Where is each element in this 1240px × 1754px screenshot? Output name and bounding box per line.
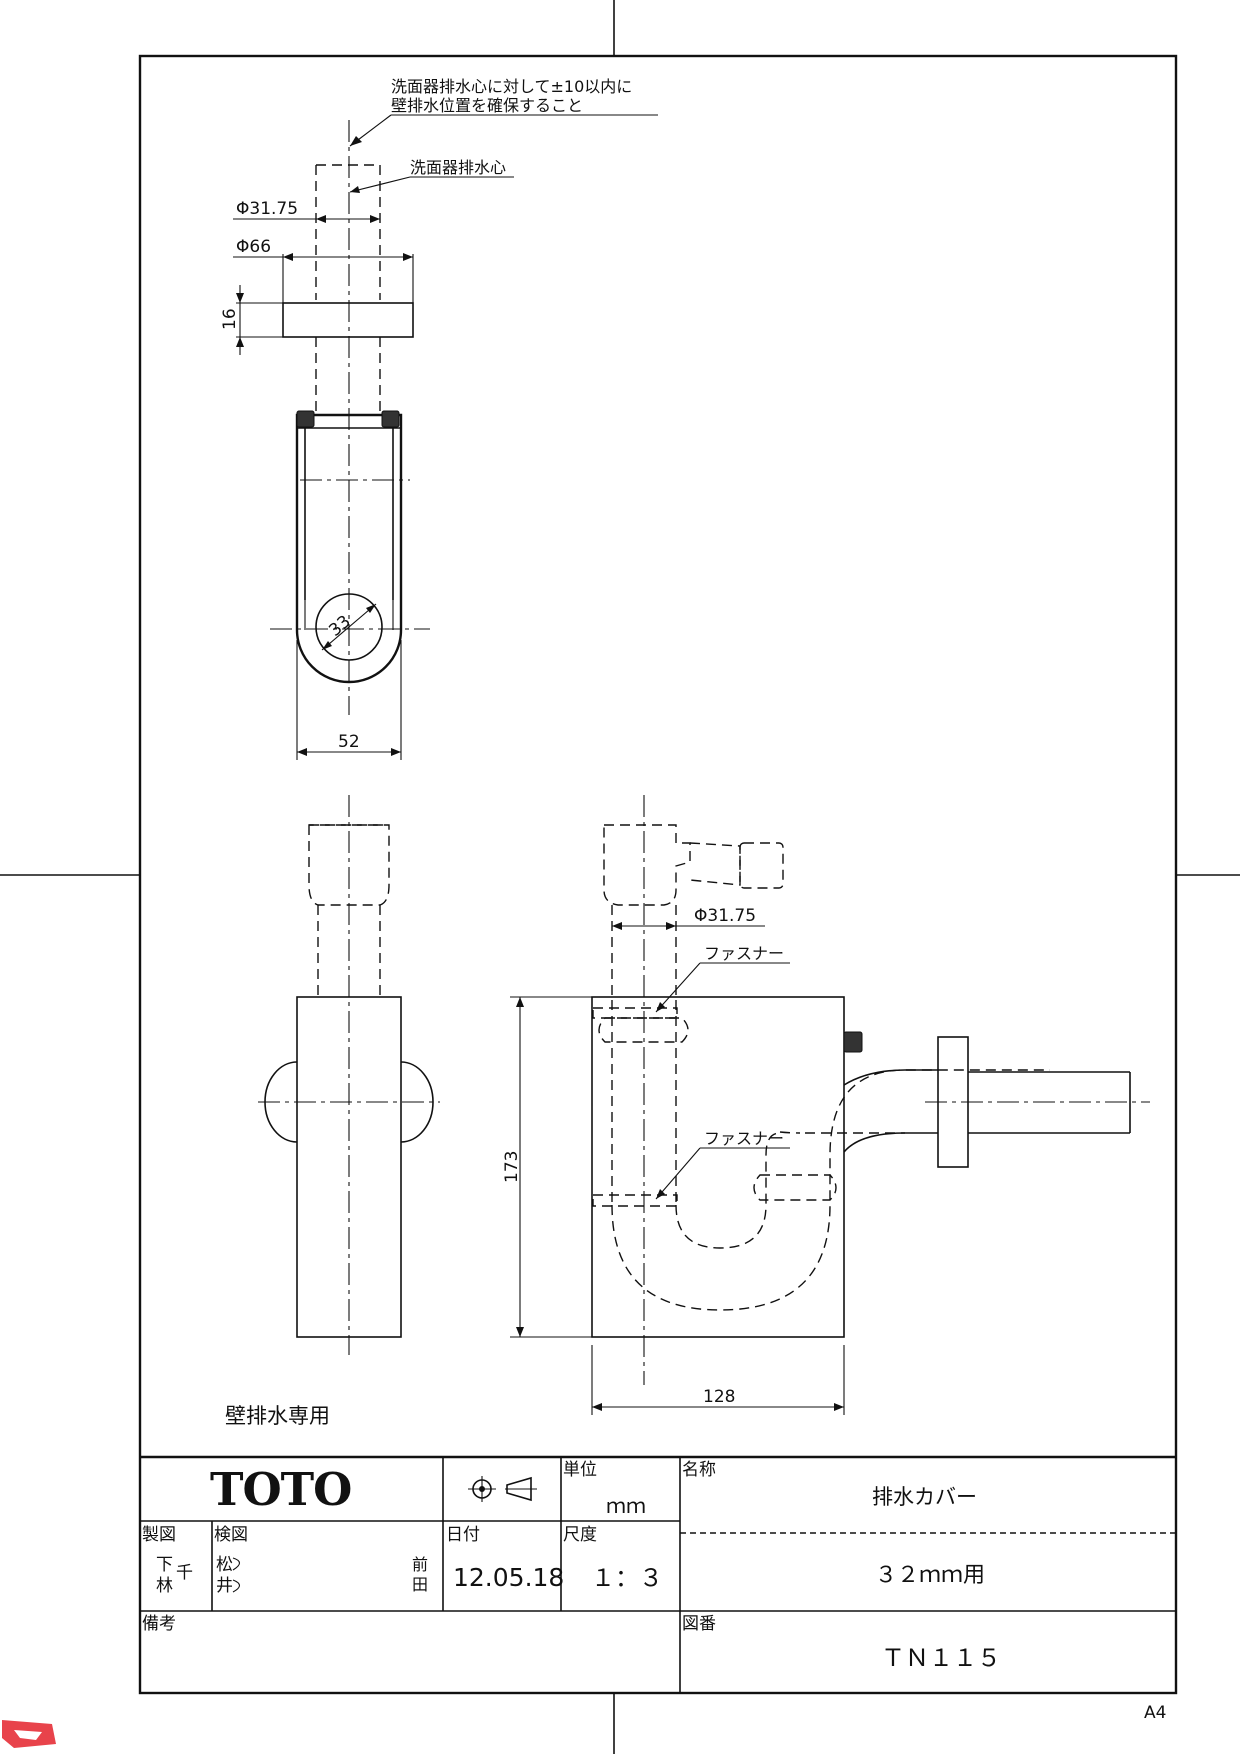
dim-phi66: Φ66 [236, 237, 271, 257]
corner-mark-icon [2, 1720, 56, 1748]
remarks-label: 備考 [142, 1614, 176, 1634]
wall-drain-only: 壁排水専用 [225, 1404, 330, 1428]
title-block: 単位 ｍｍ 名称 排水カバー ３２ｍｍ用 製図 検図 日付 12.05.18 尺… [140, 1455, 1176, 1693]
unit-label: 単位 [563, 1460, 597, 1480]
made-stamp-a: 下 [156, 1555, 173, 1575]
name-label: 名称 [682, 1460, 716, 1480]
note-line2: 壁排水位置を確保すること [391, 96, 583, 115]
dim-173: 173 [502, 1151, 522, 1183]
date-value: 12.05.18 [453, 1563, 564, 1592]
toto-logo: TOTO [210, 1463, 352, 1516]
name-sub: ３２ｍｍ用 [875, 1563, 985, 1588]
fastener-label-2: ファスナー [704, 1129, 784, 1148]
drain-center-label: 洗面器排水心 [410, 158, 506, 177]
side-view: Φ31.75 ファスナー ファスナー [502, 795, 1150, 1415]
scale-label: 尺度 [563, 1525, 597, 1545]
top-view: 洗面器排水心に対して±10以内に 壁排水位置を確保すること 洗面器排水心 Φ31… [220, 77, 658, 760]
approve-stamp-a: 前 [412, 1555, 428, 1574]
unit-value: ｍｍ [606, 1494, 646, 1518]
name-value: 排水カバー [872, 1485, 977, 1509]
made-stamp-b: 林 [156, 1576, 173, 1596]
date-label: 日付 [446, 1525, 480, 1545]
note-line1: 洗面器排水心に対して±10以内に [391, 77, 632, 96]
made-label: 製図 [142, 1525, 176, 1545]
dim-128: 128 [703, 1387, 735, 1407]
check-stamp-b: 井 [216, 1576, 233, 1596]
check-label: 検図 [214, 1525, 248, 1545]
drawing-no-value: ＴＮ１１５ [881, 1644, 1001, 1672]
dim-phi3175-top: Φ31.75 [236, 199, 298, 219]
dim-52: 52 [338, 732, 360, 752]
front-view: 壁排水専用 [225, 795, 440, 1428]
scale-value: １：３ [591, 1564, 663, 1592]
approve-stamp-b: 田 [412, 1575, 428, 1594]
dim-16: 16 [220, 308, 240, 330]
dim-phi3175-side: Φ31.75 [694, 906, 756, 926]
fastener-label-1: ファスナー [704, 944, 784, 963]
dim-33: 33 [325, 612, 354, 641]
paper-size: A4 [1144, 1703, 1166, 1723]
made-stamp-c: 千 [176, 1563, 193, 1583]
drawing-no-label: 図番 [682, 1614, 716, 1634]
check-stamp-a: 松 [216, 1555, 233, 1575]
